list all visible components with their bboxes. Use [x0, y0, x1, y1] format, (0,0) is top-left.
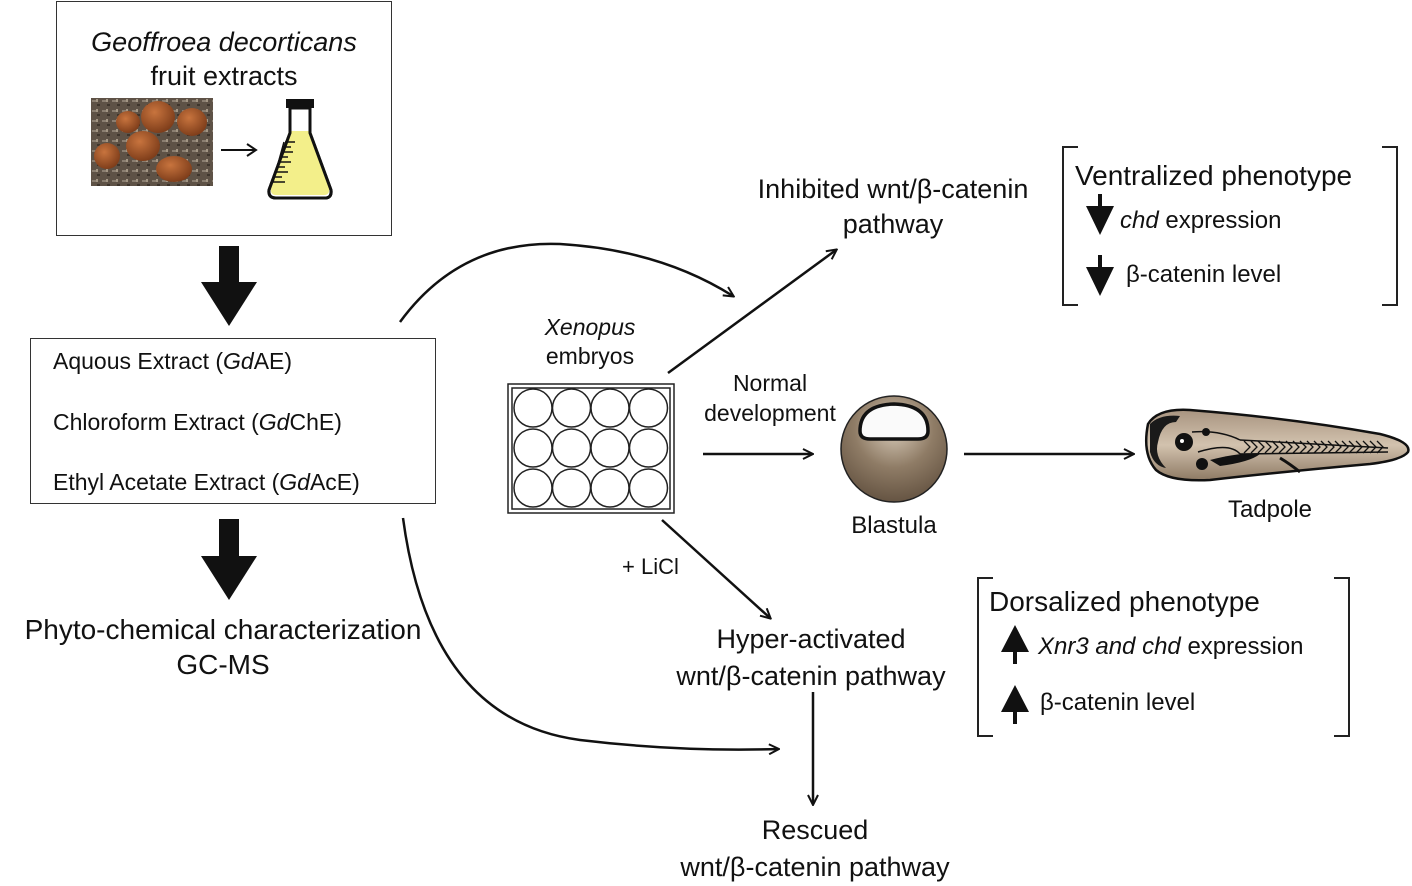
extracts-box: Aquous Extract (GdAE) Chloroform Extract… [30, 338, 436, 504]
characterization-line1: Phyto-chemical characterization [24, 614, 422, 645]
rescued-line1: Rescued [761, 815, 869, 845]
extract-item-ethyl-acetate: Ethyl Acetate Extract (GdAcE) [53, 469, 360, 495]
well [551, 388, 592, 428]
hyper-line1: Hyper-activated [716, 624, 906, 654]
ventralized-bracket-left [1062, 146, 1078, 306]
dorsalized-title: Dorsalized phenotype [989, 586, 1260, 617]
arrow-down-icon [1086, 194, 1114, 235]
extract-item-aqueous: Aquous Extract (GdAE) [53, 348, 293, 374]
dorsalized-item-xnr3-chd: Xnr3 and chd expression [1038, 633, 1304, 660]
arrow-down-icon [1086, 255, 1114, 296]
blastula-embryo [840, 395, 948, 503]
source-title-rest: fruit extracts [150, 61, 298, 91]
arrow-icon [221, 143, 258, 157]
rescued-line2: wnt/β-catenin pathway [680, 852, 950, 882]
well-plate [507, 383, 675, 514]
well [628, 468, 669, 508]
arrow-up-icon [1001, 625, 1029, 664]
dorsalized-bracket-right [1334, 577, 1350, 737]
block-arrow-down [201, 246, 257, 326]
arrow-to-inhibited [667, 250, 836, 375]
source-title-species: Geoffroea decorticans [91, 27, 357, 57]
ventralized-title: Ventralized phenotype [1075, 160, 1353, 191]
inhibited-line2: pathway [842, 209, 944, 239]
well [551, 428, 592, 468]
well [628, 388, 669, 428]
ventralized-item-catenin: β-catenin level [1126, 261, 1282, 288]
hyper-line2: wnt/β-catenin pathway [676, 661, 946, 691]
blastula-label: Blastula [851, 512, 937, 539]
normal-line2: development [704, 400, 836, 426]
embryos-label-species: Xenopus [544, 314, 636, 340]
inhibited-line1: Inhibited wnt/β-catenin [757, 174, 1029, 204]
arrow-up-icon [1001, 685, 1029, 724]
well [590, 468, 630, 508]
licl-label: + LiCl [622, 554, 679, 579]
normal-line1: Normal [732, 370, 808, 396]
well [590, 388, 630, 428]
tadpole-label: Tadpole [1227, 496, 1313, 523]
curve-arrow-to-inhibited [398, 242, 733, 323]
dorsalized-item-catenin: β-catenin level [1040, 689, 1196, 716]
source-box: Geoffroea decorticans fruit extracts [56, 1, 392, 236]
fruit-photo [91, 98, 213, 186]
ventralized-bracket-right [1382, 146, 1398, 306]
well [551, 468, 592, 508]
well [590, 428, 630, 468]
block-arrow-down [201, 519, 257, 600]
dorsalized-bracket-left [977, 577, 993, 737]
extract-item-chloroform: Chloroform Extract (GdChE) [53, 409, 342, 435]
embryos-label: embryos [545, 343, 635, 369]
ventralized-item-chd: chd expression [1120, 207, 1282, 234]
well [513, 468, 553, 508]
tadpole-icon [1145, 408, 1410, 482]
characterization-line2: GC-MS [176, 649, 270, 680]
well [513, 388, 553, 428]
well [628, 428, 669, 468]
flask-icon [267, 99, 333, 200]
well [513, 428, 553, 468]
